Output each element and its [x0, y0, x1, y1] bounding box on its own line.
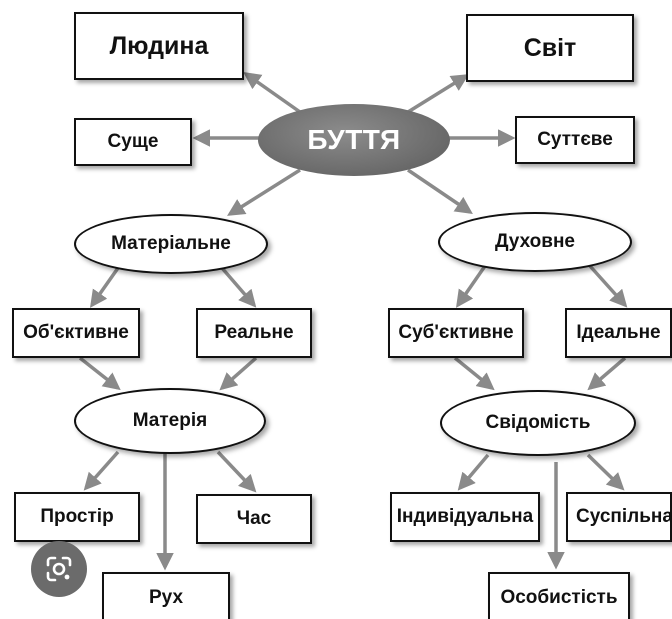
- node-consciousness: Свідомість: [440, 390, 636, 456]
- node-suttieve: Суттєве: [515, 116, 635, 164]
- node-svit: Світ: [466, 14, 634, 82]
- arrow-subjective-to-consciousness: [453, 356, 495, 391]
- arrow-to-svit: [407, 74, 469, 114]
- node-motion-label: Рух: [148, 587, 184, 608]
- arrow-to-time: [216, 450, 257, 493]
- node-real-label: Реальне: [214, 322, 294, 343]
- node-suttieve-label: Суттєве: [537, 129, 613, 150]
- node-time-label: Час: [236, 508, 272, 529]
- node-individual-label: Індивідуальна: [396, 506, 534, 527]
- arrow-to-space: [83, 450, 120, 491]
- arrow-to-real: [220, 266, 257, 308]
- arrow-ideal-to-consciousness: [587, 356, 627, 391]
- node-spiritual-label: Духовне: [495, 231, 575, 252]
- node-motion: Рух: [102, 572, 230, 619]
- arrow-real-to-matter: [219, 356, 258, 391]
- node-consciousness-label: Свідомість: [485, 412, 591, 433]
- node-time: Час: [196, 494, 312, 544]
- node-objective: Об'єктивне: [12, 308, 140, 358]
- node-material-label: Матеріальне: [111, 233, 231, 254]
- node-social-label: Суспільна: [576, 506, 672, 527]
- node-matter-label: Матерія: [132, 410, 208, 431]
- node-objective-label: Об'єктивне: [23, 322, 129, 343]
- arrow-to-lyudyna: [243, 71, 302, 114]
- node-material: Матеріальне: [74, 214, 268, 274]
- arrow-to-social: [586, 453, 625, 491]
- node-sushche: Суще: [74, 118, 192, 166]
- arrow-objective-to-matter: [78, 356, 121, 391]
- node-ideal: Ідеальне: [565, 308, 672, 358]
- node-subjective: Суб'єктивне: [388, 308, 524, 358]
- node-spiritual: Духовне: [438, 212, 632, 272]
- node-space-label: Простір: [40, 506, 114, 527]
- lens-glyph: [46, 556, 72, 582]
- google-lens-icon[interactable]: [31, 541, 87, 597]
- node-lyudyna-label: Людина: [109, 31, 209, 60]
- node-space: Простір: [14, 492, 140, 542]
- arrow-to-individual: [457, 453, 490, 491]
- node-personality: Особистість: [488, 572, 630, 619]
- node-sushche-label: Суще: [107, 131, 159, 152]
- node-ideal-label: Ідеальне: [576, 322, 661, 343]
- arrow-to-subjective: [456, 265, 487, 308]
- node-svit-label: Світ: [523, 33, 577, 62]
- node-real: Реальне: [196, 308, 312, 358]
- node-buttia: БУТТЯ: [258, 104, 450, 176]
- node-buttia-label: БУТТЯ: [307, 124, 401, 155]
- node-matter: Матерія: [74, 388, 266, 454]
- arrow-to-spiritual: [407, 168, 473, 214]
- arrow-to-ideal: [588, 264, 628, 308]
- node-individual: Індивідуальна: [390, 492, 540, 542]
- node-subjective-label: Суб'єктивне: [398, 322, 514, 343]
- node-lyudyna: Людина: [74, 12, 244, 80]
- node-social: Суспільна: [566, 492, 672, 542]
- arrow-to-material: [227, 168, 301, 216]
- arrow-to-objective: [89, 266, 120, 308]
- node-personality-label: Особистість: [500, 587, 618, 608]
